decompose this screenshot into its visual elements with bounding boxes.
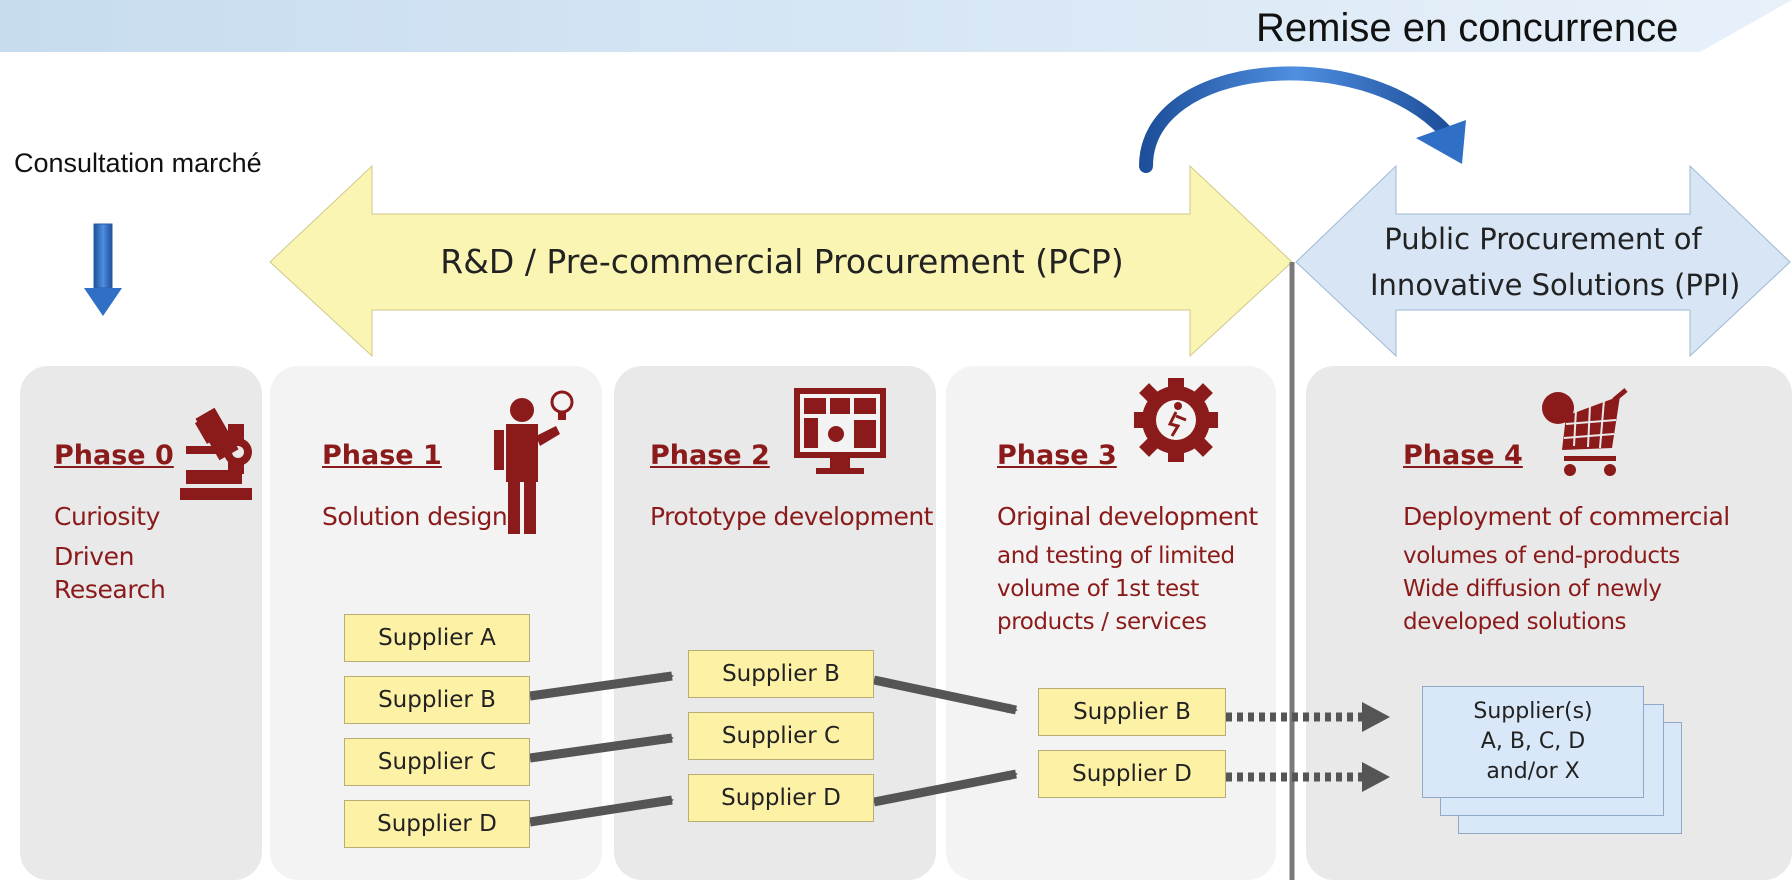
gear-runner-icon xyxy=(1134,378,1218,462)
phase-2-title: Phase 2 xyxy=(650,440,770,471)
phase-1-supplier-a: Supplier A xyxy=(344,614,530,662)
phase-4-supplier-line2: A, B, C, D xyxy=(1480,729,1586,754)
person-lightbulb-icon xyxy=(494,390,574,534)
phase-1-supplier-b: Supplier B xyxy=(344,676,530,724)
phase-1-supplier-d: Supplier D xyxy=(344,800,530,848)
phase-0-title: Phase 0 xyxy=(54,440,174,471)
consultation-arrow-shaft xyxy=(93,223,113,289)
ppi-band-arrow xyxy=(1295,164,1791,358)
supplier-flow-arrows xyxy=(529,671,1018,827)
phase-3-description: and testing of limited volume of 1st tes… xyxy=(997,543,1235,635)
phase-2-supplier-d: Supplier D xyxy=(688,774,874,822)
phase-2-subtitle: Prototype development xyxy=(650,502,933,531)
phase-4-supplier-line1: Supplier(s) xyxy=(1473,699,1593,724)
phase-4-description: volumes of end-products Wide diffusion o… xyxy=(1403,543,1680,635)
phase-4-supplier-card: Supplier(s) A, B, C, D and/or X xyxy=(1422,686,1644,798)
consultation-arrow-head xyxy=(84,288,122,316)
phase-4-supplier-line3: and/or X xyxy=(1486,759,1580,784)
remise-curved-arrow xyxy=(1139,66,1453,173)
phase-4-subtitle: Deployment of commercial xyxy=(1403,502,1730,531)
phase-3-supplier-d: Supplier D xyxy=(1038,750,1226,798)
phase-3-subtitle: Original development xyxy=(997,502,1258,531)
remise-arrow-head xyxy=(1416,120,1466,164)
pcp-band-label: R&D / Pre-commercial Procurement (PCP) xyxy=(440,242,1124,281)
phase-4-title: Phase 4 xyxy=(1403,440,1523,471)
phase-0-description: Driven Research xyxy=(54,542,166,604)
microscope-icon xyxy=(180,407,252,500)
phase-2-supplier-b: Supplier B xyxy=(688,650,874,698)
phase-2-supplier-c: Supplier C xyxy=(688,712,874,760)
phase-3-supplier-b: Supplier B xyxy=(1038,688,1226,736)
phase-3-title: Phase 3 xyxy=(997,440,1117,471)
phase-1-supplier-c: Supplier C xyxy=(344,738,530,786)
supplier-dotted-arrows xyxy=(1226,702,1390,792)
monitor-dashboard-icon xyxy=(794,388,886,474)
phase-1-subtitle: Solution design xyxy=(322,502,508,531)
shopping-cart-icon xyxy=(1542,388,1628,476)
ppi-band-label-line1: Public Procurement of xyxy=(1384,222,1702,256)
ppi-band-label-line2: Innovative Solutions (PPI) xyxy=(1370,268,1741,302)
phase-0-subtitle: Curiosity xyxy=(54,502,160,531)
phase-1-title: Phase 1 xyxy=(322,440,442,471)
remise-en-concurrence-label: Remise en concurrence xyxy=(1256,6,1679,50)
header-band xyxy=(0,0,1792,52)
consultation-marche-label: Consultation marché xyxy=(14,148,262,178)
